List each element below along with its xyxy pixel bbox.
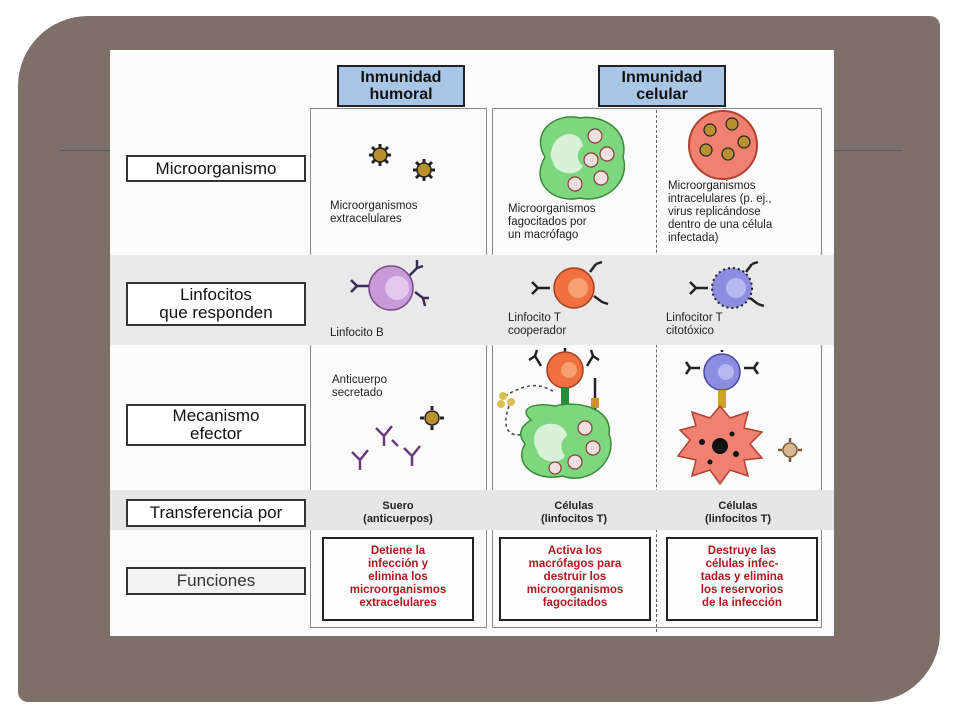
caption-cytotoxic-t: Linfocitor T citotóxico bbox=[666, 312, 723, 337]
antibodies-icon bbox=[351, 406, 444, 470]
column-divider bbox=[656, 110, 657, 632]
function-humoral: Detiene la infección y elimina los micro… bbox=[322, 537, 474, 621]
function-cytotoxic-text: Destruye las células infec- tadas y elim… bbox=[700, 545, 784, 609]
header-humoral: Inmunidad humoral bbox=[337, 65, 465, 107]
infected-cell-icon bbox=[688, 110, 758, 180]
function-helper-text: Activa los macrófagos para destruir los … bbox=[526, 545, 624, 609]
cytotoxic-t-icon bbox=[689, 260, 765, 309]
extracellular-microbes-icon bbox=[369, 144, 435, 181]
caption-phagocytosed: Microorganismos fagocitados por un macró… bbox=[508, 203, 596, 241]
transfer-helper: Células (linfocitos T) bbox=[541, 500, 607, 525]
function-cytotoxic: Destruye las células infec- tadas y elim… bbox=[666, 537, 818, 621]
immunity-diagram: Inmunidad humoral Inmunidad celular Micr… bbox=[110, 50, 834, 636]
header-cellular: Inmunidad celular bbox=[598, 65, 726, 107]
helper-t-icon bbox=[531, 260, 609, 309]
caption-antibody: Anticuerpo secretado bbox=[332, 374, 387, 399]
transfer-cytotoxic: Células (linfocitos T) bbox=[705, 500, 771, 525]
label-functions: Funciones bbox=[126, 567, 306, 595]
caption-helper-t: Linfocito T cooperador bbox=[508, 312, 567, 337]
label-effector: Mecanismo efector bbox=[126, 404, 306, 446]
macrophage-icon bbox=[539, 116, 626, 200]
b-cell-icon bbox=[350, 260, 429, 311]
cell-killing-icon bbox=[676, 350, 802, 486]
transfer-humoral: Suero (anticuerpos) bbox=[363, 500, 433, 525]
column-humoral bbox=[310, 108, 487, 628]
caption-extracellular: Microorganismos extracelulares bbox=[330, 200, 418, 225]
function-humoral-text: Detiene la infección y elimina los micro… bbox=[349, 545, 447, 609]
label-microorganism: Microorganismo bbox=[126, 155, 306, 182]
caption-intracellular: Microorganismos intracelulares (p. ej., … bbox=[668, 180, 773, 244]
function-helper: Activa los macrófagos para destruir los … bbox=[499, 537, 651, 621]
label-transfer: Transferencia por bbox=[126, 499, 306, 527]
decorative-rule-left bbox=[60, 150, 112, 151]
label-lymphocytes: Linfocitos que responden bbox=[126, 282, 306, 326]
decorative-rule-right bbox=[834, 150, 902, 151]
caption-b-cell: Linfocito B bbox=[330, 327, 384, 339]
column-cellular bbox=[492, 108, 822, 628]
macrophage-activation-icon bbox=[497, 348, 612, 479]
